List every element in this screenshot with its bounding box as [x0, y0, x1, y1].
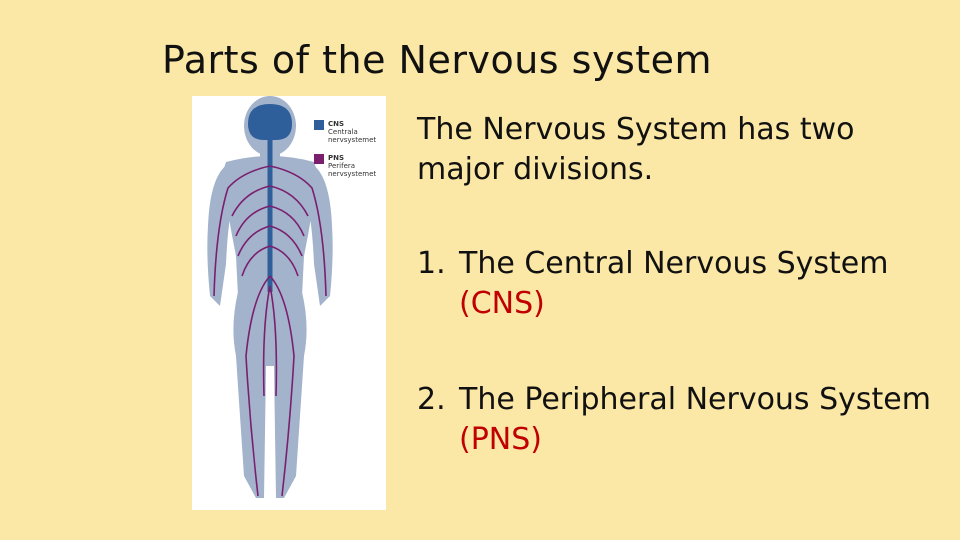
slide-title: Parts of the Nervous system — [162, 38, 713, 82]
division-text: The Central Nervous System — [459, 246, 889, 281]
cns-legend-swatch — [314, 120, 324, 130]
pns-legend-line2: nervsystemet — [328, 170, 376, 178]
pns-legend-code: PNS — [328, 154, 344, 162]
pns-legend-swatch — [314, 154, 324, 164]
list-item: 1. The Central Nervous System (CNS) — [417, 244, 947, 324]
cns-legend-line2: nervsystemet — [328, 136, 376, 144]
nervous-system-illustration: CNS Centrala nervsystemet PNS Perifera n… — [192, 96, 386, 510]
division-abbr: (PNS) — [459, 422, 542, 457]
cns-legend-code: CNS — [328, 120, 344, 128]
human-body-figure: CNS Centrala nervsystemet PNS Perifera n… — [207, 96, 376, 498]
list-number: 2. — [417, 382, 446, 417]
division-abbr: (CNS) — [459, 286, 545, 321]
list-item: 2. The Peripheral Nervous System (PNS) — [417, 380, 947, 460]
pns-nerves — [213, 165, 327, 497]
list-number: 1. — [417, 246, 446, 281]
figure-legend: CNS Centrala nervsystemet PNS Perifera n… — [314, 120, 376, 178]
pns-legend-line1: Perifera — [328, 162, 355, 170]
cns-brain-spinal-cord — [248, 104, 292, 292]
division-text: The Peripheral Nervous System — [459, 382, 931, 417]
divisions-list: 1. The Central Nervous System (CNS) 2. T… — [417, 244, 947, 460]
cns-legend-line1: Centrala — [328, 128, 358, 136]
slide-body: The Nervous System has two major divisio… — [417, 110, 947, 460]
intro-text: The Nervous System has two major divisio… — [417, 112, 855, 187]
